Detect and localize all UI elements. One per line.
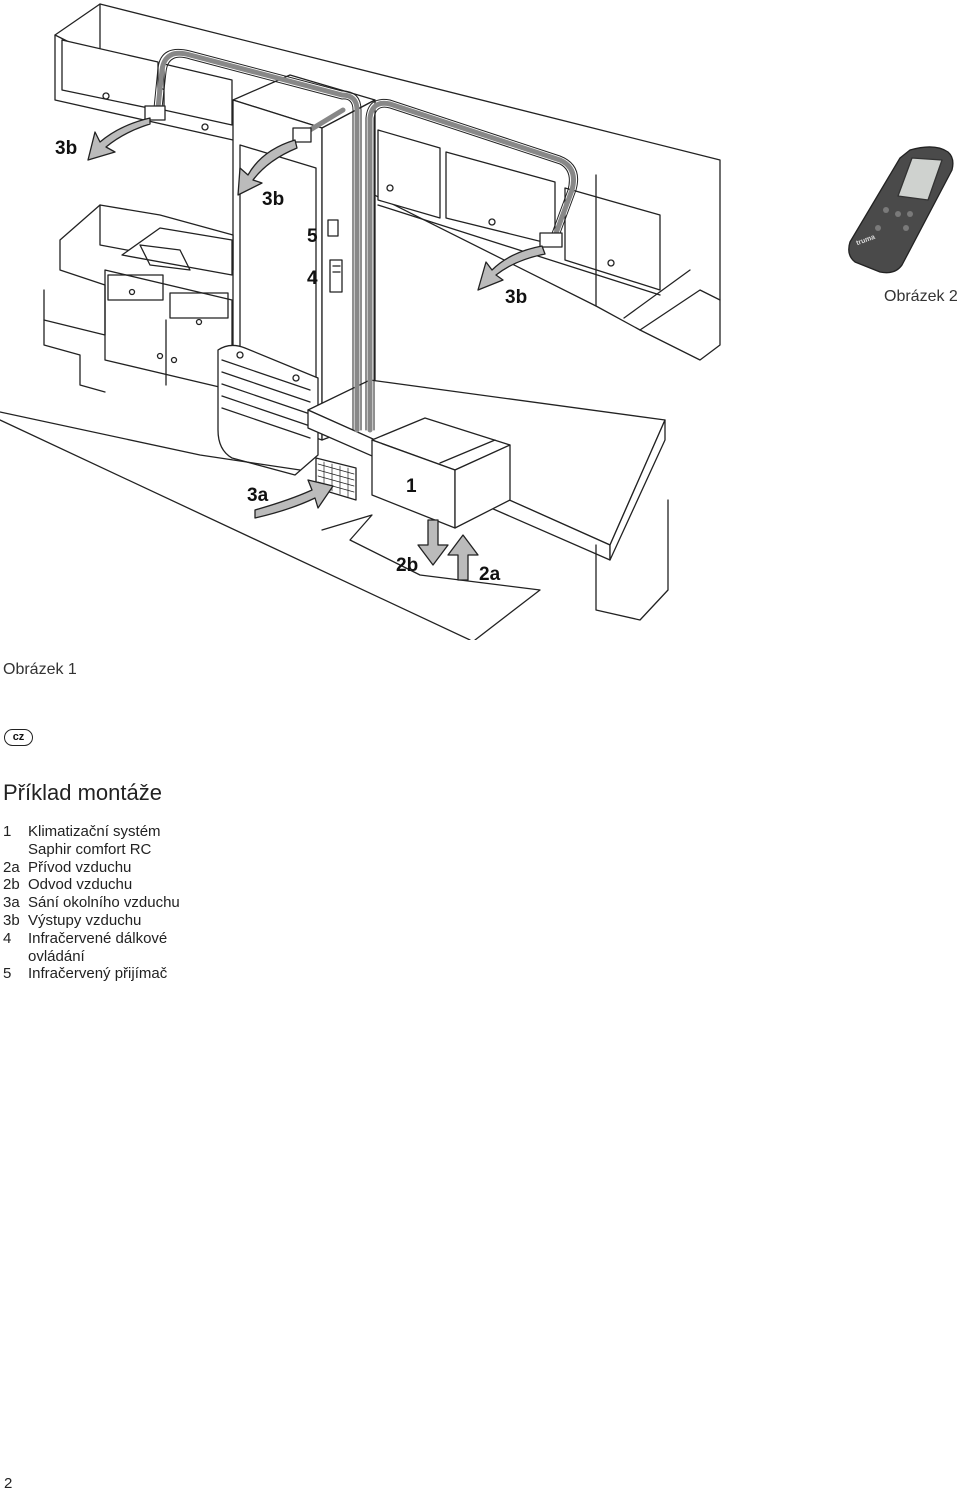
callout-2b: 2b — [396, 555, 419, 576]
legend-key: 4 — [3, 929, 12, 947]
legend-text: Infračervený přijímač — [28, 965, 168, 983]
legend-item: 1 Klimatizační systém — [3, 823, 180, 841]
legend-key: 2b — [3, 876, 20, 894]
remote-control — [848, 146, 954, 274]
callout-3b-left: 3b — [55, 138, 78, 159]
legend-key: 1 — [3, 823, 12, 840]
callout-4: 4 — [307, 268, 318, 289]
legend-key — [3, 948, 28, 966]
callout-2a: 2a — [479, 564, 501, 585]
legend-text: Odvod vzduchu — [28, 876, 133, 894]
legend-item: 4 Infračervené dálkové — [3, 930, 180, 948]
air-arrows-floor — [417, 519, 479, 581]
legend-text: Výstupy vzduchu — [28, 911, 142, 929]
air-ducts — [155, 50, 576, 433]
ac-unit — [371, 417, 511, 529]
seat-bench — [0, 379, 669, 641]
legend-text: Sání okolního vzduchu — [28, 894, 180, 912]
legend-key: 3b — [3, 911, 20, 929]
heater — [217, 344, 319, 476]
legend-text: Infračervené dálkové — [28, 929, 168, 947]
legend-item: ovládání — [3, 948, 180, 966]
legend-item: 3b Výstupy vzduchu — [3, 912, 180, 930]
upper-cabinets — [54, 3, 721, 361]
caption-figure-1: Obrázek 1 — [3, 661, 77, 678]
legend-text: Klimatizační systém — [28, 823, 161, 840]
page-number: 2 — [4, 1475, 13, 1492]
legend-text: Saphir comfort RC — [28, 840, 152, 858]
vent-outlets — [144, 105, 563, 248]
legend-item: 2b Odvod vzduchu — [3, 876, 180, 894]
legend-key: 2a — [3, 858, 20, 876]
legend-list: 1 Klimatizační systém Saphir comfort RC … — [3, 823, 180, 983]
legend-text: ovládání — [28, 947, 85, 965]
installation-figure: 3b 3b 5 4 3b 3a 1 2b 2a truma — [0, 0, 960, 641]
section-title: Příklad montáže — [3, 780, 162, 805]
legend-key: 5 — [3, 965, 12, 983]
callout-3a: 3a — [247, 485, 269, 506]
installation-illustration — [0, 3, 954, 641]
callout-3b-right: 3b — [505, 287, 528, 308]
callout-1: 1 — [406, 476, 417, 497]
legend-key — [3, 841, 28, 859]
outlet-arrows — [87, 117, 546, 519]
language-badge: cz — [4, 729, 33, 746]
callout-3b-mid: 3b — [262, 189, 285, 210]
legend-text: Přívod vzduchu — [28, 858, 132, 876]
kitchen-unit — [43, 204, 234, 393]
legend-item: 2a Přívod vzduchu — [3, 859, 180, 877]
caption-figure-2: Obrázek 2 — [884, 288, 958, 305]
legend-item: 3a Sání okolního vzduchu — [3, 894, 180, 912]
callout-5: 5 — [307, 226, 318, 247]
legend-item: Saphir comfort RC — [3, 841, 180, 859]
legend-key: 3a — [3, 894, 20, 912]
legend-item: 5 Infračervený přijímač — [3, 965, 180, 983]
